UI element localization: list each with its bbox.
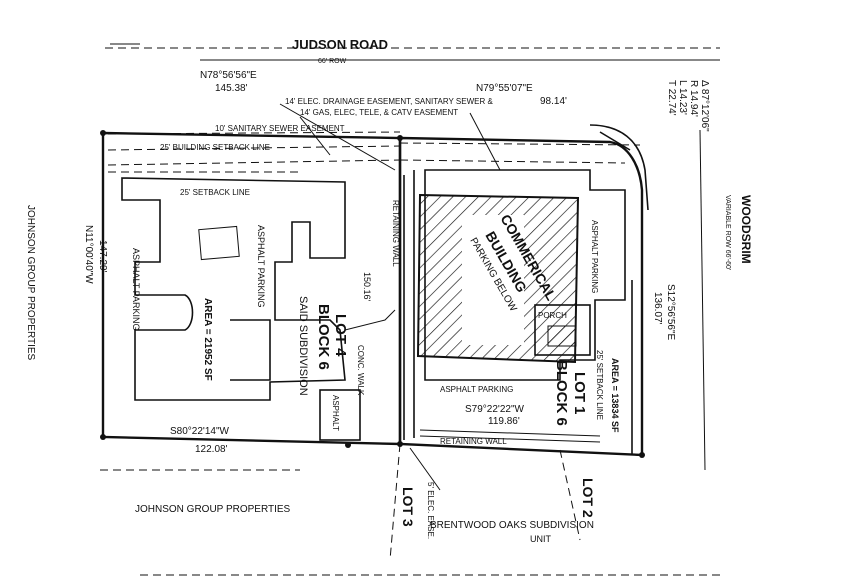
distance-top-right: 98.14' [540,96,567,107]
bearing-right: S12°56'56"E [665,284,676,340]
retaining-wall-vertical: RETAINING WALL [391,200,400,267]
curve-tangent: T 22.74' [666,80,677,116]
lot-4-area: AREA = 21952 SF [202,298,213,381]
curve-length: L 14.23' [677,80,688,115]
asphalt-small-label: ASPHALT [331,395,340,431]
easement-utility-text-2: 14' GAS, ELEC, TELE, & CATV EASEMENT [300,108,458,117]
lot-1-area: AREA = 13834 SF [610,358,620,433]
road-name-right: WOODSRIM [739,195,753,264]
elec-easement-label: 5' ELEC. EASE. [426,482,435,539]
conc-walk-label: CONC. WALK [356,345,365,396]
distance-right: 136.07' [652,292,663,325]
building-label-box [462,215,524,345]
setback-right-text: 25' SETBACK LINE [595,350,604,420]
bearing-left: N11°00'40"W [83,225,94,284]
bearing-lot-1-south: S79°22'22"W [465,404,524,415]
porch-label: PORCH [538,311,567,320]
road-row-right: VARIABLE ROW 66'-60' [724,195,731,270]
road-row-top: 66' ROW [318,58,347,65]
small-asphalt-area [319,389,361,441]
sewer-easement-text: 10' SANITARY SEWER EASEMENT [215,124,345,133]
curve-delta: Δ 87°12'06" [699,80,710,132]
distance-top-left: 145.38' [215,83,248,94]
lot-1-label: LOT 1 [571,372,588,415]
porch [534,304,591,356]
distance-bottom-left: 122.08' [195,444,228,455]
owner-bottom: JOHNSON GROUP PROPERTIES [135,504,291,515]
easement-utility-text: 14' ELEC. DRAINAGE EASEMENT, SANITARY SE… [285,97,493,106]
curve-table: Δ 87°12'06" R 14.94' L 14.23' T 22.74' [666,80,710,132]
lot-4-pavement [121,177,346,401]
bearing-bottom-left: S80°22'14"W [170,426,229,437]
lot-1-boundary [398,124,649,458]
curve-radius: R 14.94' [688,80,699,117]
asphalt-parking-right: ASPHALT PARKING [590,220,599,293]
road-name-top: JUDSON ROAD [292,37,388,52]
asphalt-parking-bottom: ASPHALT PARKING [440,385,513,394]
asphalt-parking-mid: ASPHALT PARKING [256,225,266,308]
owner-left: JOHNSON GROUP PROPERTIES [25,205,36,361]
subdivision-bottom-2: UNIT [530,534,551,544]
lot-4-subdivision: SAID SUBDIVISION [297,296,309,396]
retaining-wall-label: RETAINING WALL [440,437,507,446]
porch-stairs [547,325,577,347]
bearing-top-right: N79°55'07"E [476,83,533,94]
asphalt-parking-left: ASPHALT PARKING [131,248,141,331]
judson-road: JUDSON ROAD 66' ROW [105,37,720,65]
distance-left: 147.29' [97,240,108,273]
lot-line-distance: 150.16' [362,272,372,302]
building-setback-text: 25' BUILDING SETBACK LINE [160,143,270,152]
distance-lot-1-south: 119.86' [488,416,520,427]
setback-line-text: 25' SETBACK LINE [180,188,250,197]
bearing-top-left: N78°56'56"E [200,70,257,81]
subdivision-bottom-1: BRENTWOOD OAKS SUBDIVISION [430,520,594,531]
lot-3-label: LOT 3 [400,487,416,527]
lot-4-block: BLOCK 6 [315,304,332,370]
lot-1-block: BLOCK 6 [553,360,570,426]
lot-4-label: LOT 4 [332,314,349,357]
lot-2-label: LOT 2 [580,478,596,518]
